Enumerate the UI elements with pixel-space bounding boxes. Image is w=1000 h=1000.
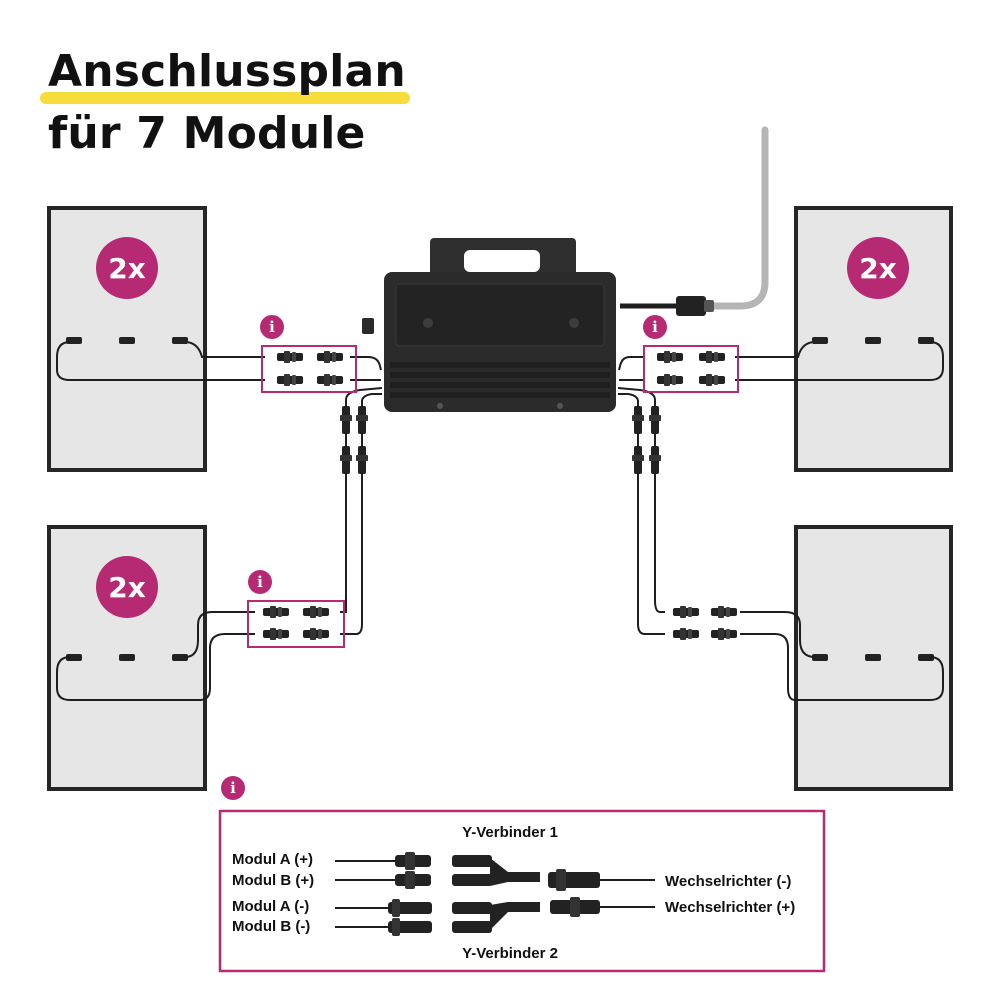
legend-module-b-plus: Modul B (+) [232, 872, 314, 889]
microinverter [362, 238, 616, 412]
legend-module-a-minus: Modul A (-) [232, 898, 309, 915]
svg-text:i: i [652, 318, 658, 336]
count-badge-top-left: 2x [96, 237, 158, 299]
info-icon: i [248, 570, 272, 594]
svg-text:i: i [269, 318, 275, 336]
legend-module-a-plus: Modul A (+) [232, 851, 313, 868]
count-badge-bottom-left: 2x [96, 556, 158, 618]
svg-text:2x: 2x [108, 252, 146, 285]
connector-box-top-left [261, 345, 357, 393]
svg-text:i: i [257, 573, 263, 591]
legend-inverter-plus: Wechselrichter (+) [665, 899, 795, 916]
page-title: Anschlussplan [48, 46, 406, 97]
vertical-connectors [340, 406, 661, 474]
info-icon: i [221, 776, 245, 800]
page-subtitle: für 7 Module [48, 108, 366, 159]
legend-y-connector-2-label: Y-Verbinder 2 [462, 945, 558, 962]
legend-module-b-minus: Modul B (-) [232, 918, 310, 935]
ac-cable [696, 126, 769, 310]
info-icon: i [643, 315, 667, 339]
legend-connectors [388, 852, 432, 936]
legend-box: Y-Verbinder 1 Y-Verbinder 2 Modul A (+) … [218, 809, 826, 973]
legend-inverter-minus: Wechselrichter (-) [665, 873, 791, 890]
svg-text:2x: 2x [108, 571, 146, 604]
dc-cables [56, 341, 944, 701]
svg-text:i: i [230, 779, 236, 797]
legend-y-connector-1-label: Y-Verbinder 1 [462, 824, 558, 841]
count-badge-top-right: 2x [847, 237, 909, 299]
connector-box-top-right [643, 345, 739, 393]
svg-text:2x: 2x [859, 252, 897, 285]
connectors-bottom-right [673, 606, 737, 640]
y-connector-1-icon [452, 855, 600, 891]
y-connector-2-icon [452, 897, 600, 933]
info-icon: i [260, 315, 284, 339]
title-highlight [40, 92, 410, 104]
solar-panel-bottom-right [794, 525, 953, 791]
ac-plug-icon [620, 296, 714, 316]
connector-box-bottom-left [247, 600, 345, 648]
legend-cables [335, 860, 655, 928]
